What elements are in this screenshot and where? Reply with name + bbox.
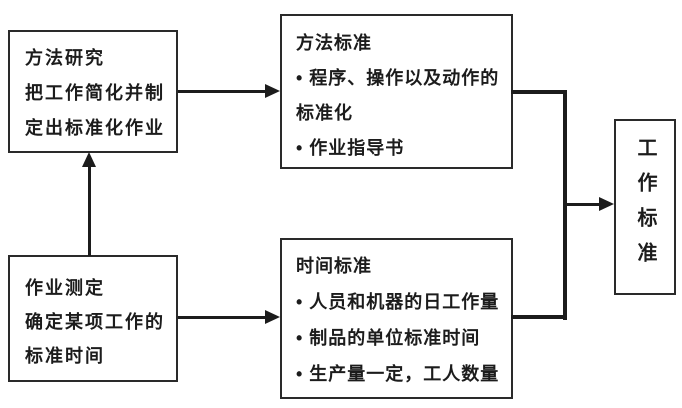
- box-text-line: 把工作简化并制: [25, 83, 165, 103]
- connector-time-standard-out: [511, 315, 567, 319]
- box-bullet-line: • 生产量一定，工人数量: [296, 364, 500, 384]
- box-work-standard: 工作标准: [614, 119, 676, 295]
- box-bullet-line: • 人员和机器的日工作量: [296, 292, 500, 312]
- box-title-vertical: 工作标准: [634, 137, 656, 277]
- box-title: 方法标准: [296, 33, 372, 53]
- box-time-standard: 时间标准 • 人员和机器的日工作量 • 制品的单位标准时间 • 生产量一定，工人…: [280, 238, 513, 399]
- connector-work-measurement-to-method-study: [88, 165, 91, 256]
- arrowhead-up-icon: [82, 152, 96, 167]
- box-bullet-wrap-line: 标准化: [296, 103, 353, 123]
- connector-work-measurement-to-time-standard: [178, 316, 268, 319]
- arrowhead-right-icon: [265, 84, 280, 98]
- box-bullet-line: • 程序、操作以及动作的: [296, 68, 500, 88]
- box-title: 作业测定: [25, 278, 105, 298]
- box-title: 时间标准: [296, 256, 372, 276]
- box-bullet-line: • 制品的单位标准时间: [296, 328, 481, 348]
- connector-method-study-to-method-standard: [178, 90, 268, 93]
- connector-method-standard-out: [511, 90, 567, 94]
- box-title: 方法研究: [25, 48, 105, 68]
- arrowhead-right-icon: [599, 197, 614, 211]
- box-text-line: 确定某项工作的: [25, 312, 165, 332]
- box-work-measurement: 作业测定 确定某项工作的 标准时间: [8, 255, 178, 382]
- connector-merge-to-work-standard: [565, 203, 601, 206]
- box-text-line: 标准时间: [25, 346, 105, 366]
- box-method-standard: 方法标准 • 程序、操作以及动作的 标准化 • 作业指导书: [280, 14, 513, 169]
- arrowhead-right-icon: [265, 310, 280, 324]
- box-text-line: 定出标准化作业: [25, 118, 165, 138]
- box-bullet-line: • 作业指导书: [296, 138, 405, 158]
- box-method-study: 方法研究 把工作简化并制 定出标准化作业: [8, 30, 178, 153]
